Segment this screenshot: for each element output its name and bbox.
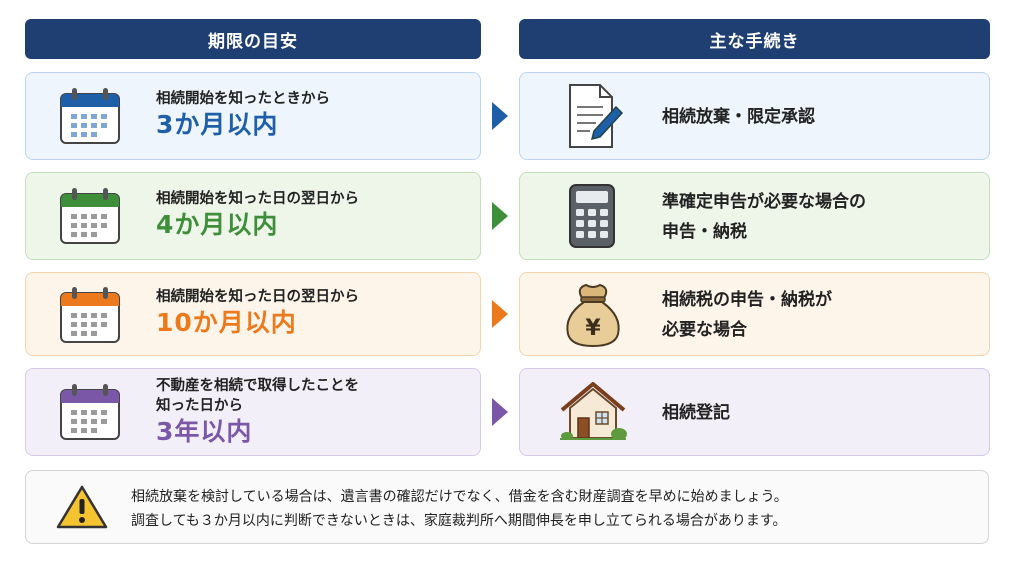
calendar-icon <box>60 188 120 244</box>
deadline-header: 期限の目安 <box>25 19 481 59</box>
condition-text: 不動産を相続で取得したことを <box>156 378 359 394</box>
condition-text: 知った日から <box>156 398 243 414</box>
procedure-text: 相続放棄・限定承認 <box>662 107 815 127</box>
yen-money-bag-icon: ¥ <box>566 283 620 348</box>
note-line: 調査しても３か月以内に判断できないときは、家庭裁判所へ期間伸長を申し立てられる場… <box>131 513 787 529</box>
svg-text:¥: ¥ <box>585 316 601 341</box>
deadline-text: 3か月以内 <box>156 110 279 139</box>
procedure-text: 相続登記 <box>662 403 730 423</box>
procedure-header: 主な手続き <box>519 19 990 59</box>
calculator-icon <box>569 184 615 248</box>
arrow-icon <box>492 102 508 130</box>
procedure-text: 相続税の申告・納税が <box>662 290 832 310</box>
note-box: 相続放棄を検討している場合は、遺言書の確認だけでなく、借金を含む財産調査を早めに… <box>25 470 989 544</box>
note-line: 相続放棄を検討している場合は、遺言書の確認だけでなく、借金を含む財産調査を早めに… <box>131 489 788 505</box>
arrow-icon <box>492 202 508 230</box>
deadline-text: 3年以内 <box>156 417 253 446</box>
arrow-icon <box>492 398 508 426</box>
deadline-card-1: 相続開始を知ったときから 3か月以内 <box>25 72 481 160</box>
house-icon <box>560 382 627 440</box>
deadline-text: 4か月以内 <box>156 210 279 239</box>
calendar-icon <box>60 88 120 144</box>
procedure-text: 必要な場合 <box>662 320 747 340</box>
procedure-card-2: 準確定申告が必要な場合の 申告・納税 <box>519 172 990 260</box>
condition-text: 相続開始を知った日の翌日から <box>156 191 359 207</box>
procedure-card-1: 相続放棄・限定承認 <box>519 72 990 160</box>
procedure-text: 準確定申告が必要な場合の <box>662 192 866 212</box>
deadline-text: 10か月以内 <box>156 308 297 337</box>
procedure-card-4: 相続登記 <box>519 368 990 456</box>
condition-text: 相続開始を知ったときから <box>156 91 330 107</box>
document-pen-icon <box>569 84 624 148</box>
procedure-card-3: ¥ 相続税の申告・納税が 必要な場合 <box>519 272 990 356</box>
deadline-card-3: 相続開始を知った日の翌日から 10か月以内 <box>25 272 481 356</box>
warning-icon <box>56 485 108 529</box>
deadline-card-2: 相続開始を知った日の翌日から 4か月以内 <box>25 172 481 260</box>
procedure-text: 申告・納税 <box>662 222 747 242</box>
condition-text: 相続開始を知った日の翌日から <box>156 289 359 305</box>
arrow-icon <box>492 300 508 328</box>
calendar-icon <box>60 384 120 440</box>
calendar-icon <box>60 287 120 343</box>
deadline-card-4: 不動産を相続で取得したことを 知った日から 3年以内 <box>25 368 481 456</box>
